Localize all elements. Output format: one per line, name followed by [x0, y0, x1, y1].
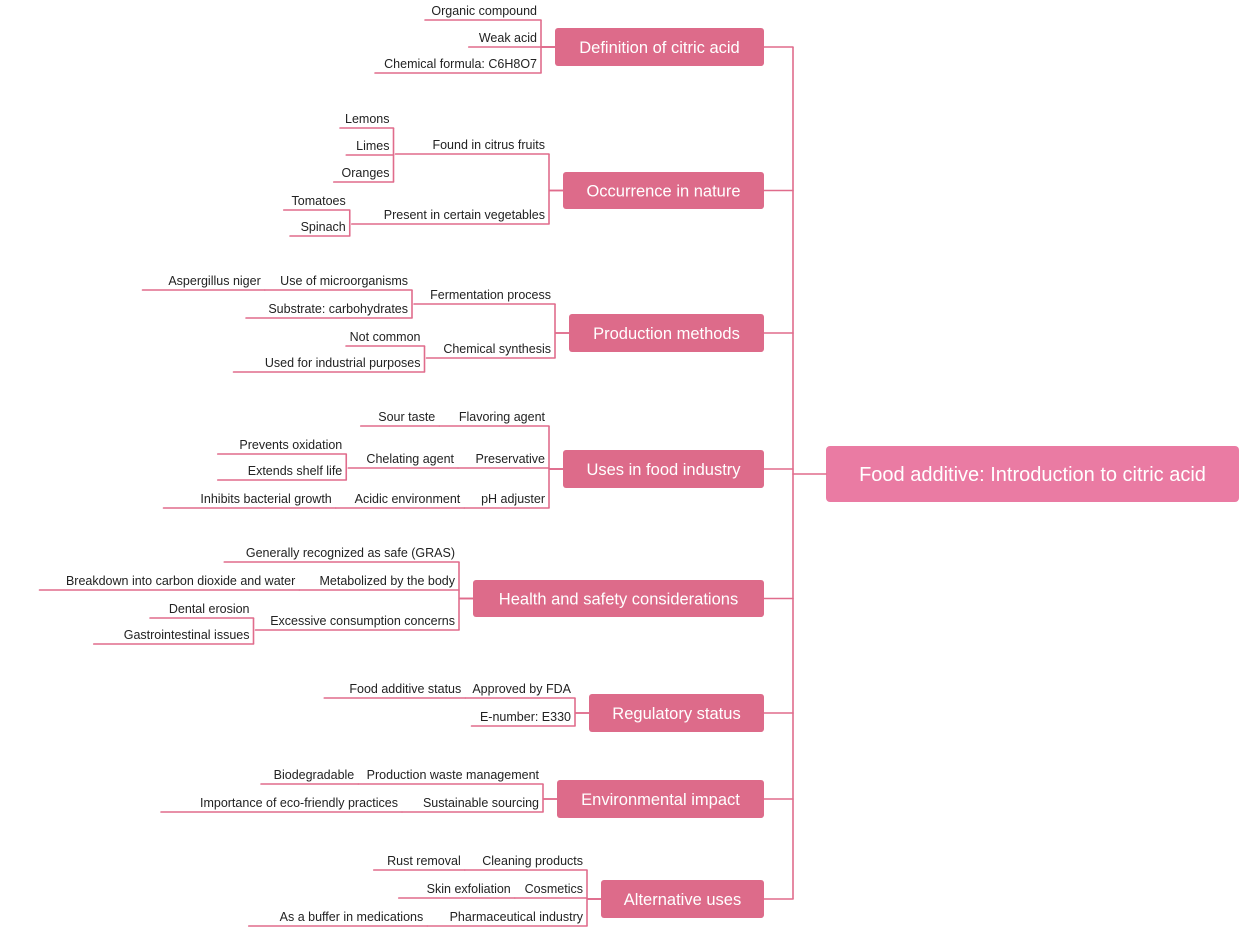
subtopic-label: Preservative — [476, 452, 546, 466]
leaf-label: Gastrointestinal issues — [124, 628, 250, 642]
leaf-label: Importance of eco-friendly practices — [200, 796, 398, 810]
topic-label: Production methods — [593, 325, 740, 343]
topic-label: Uses in food industry — [586, 461, 741, 479]
leaf-label: Lemons — [345, 112, 389, 126]
subtopic-label: Organic compound — [431, 4, 537, 18]
leaf-label: Acidic environment — [355, 492, 461, 506]
leaf-label: Use of microorganisms — [280, 274, 408, 288]
leaf-label: Prevents oxidation — [239, 438, 342, 452]
topic-label: Occurrence in nature — [586, 183, 740, 201]
topic-node[interactable] — [601, 880, 764, 918]
root-label: Food additive: Introduction to citric ac… — [859, 464, 1206, 486]
topic-node[interactable] — [563, 172, 764, 209]
subtopic-label: Approved by FDA — [472, 682, 571, 696]
subtopic-label: Excessive consumption concerns — [270, 614, 455, 628]
leaf-label: Chelating agent — [366, 452, 454, 466]
topic-node[interactable] — [557, 780, 764, 818]
topic-label: Regulatory status — [612, 705, 740, 723]
leaf-label: Dental erosion — [169, 602, 250, 616]
subtopic-label: Chemical formula: C6H8O7 — [384, 57, 537, 71]
topic-node[interactable] — [569, 314, 764, 352]
subtopic-label: Present in certain vegetables — [384, 208, 545, 222]
topic-node[interactable] — [563, 450, 764, 488]
subtopic-label: Flavoring agent — [459, 410, 546, 424]
leaf-label: Inhibits bacterial growth — [200, 492, 331, 506]
topic-label: Health and safety considerations — [499, 591, 738, 609]
subtopic-label: Found in citrus fruits — [432, 138, 545, 152]
subtopic-label: pH adjuster — [481, 492, 545, 506]
topic-label: Definition of citric acid — [579, 39, 739, 57]
leaf-label: Food additive status — [349, 682, 461, 696]
subtopic-label: Production waste management — [367, 768, 540, 782]
root-node[interactable] — [826, 446, 1239, 502]
topic-node[interactable] — [473, 580, 764, 617]
topic-label: Alternative uses — [624, 891, 741, 909]
leaf-label: Limes — [356, 139, 389, 153]
subtopic-label: E-number: E330 — [480, 710, 571, 724]
topic-label: Environmental impact — [581, 791, 740, 809]
subtopic-label: Metabolized by the body — [319, 574, 455, 588]
leaf-label: Tomatoes — [292, 194, 346, 208]
subtopic-label: Cleaning products — [482, 854, 583, 868]
leaf-label: Extends shelf life — [248, 464, 343, 478]
leaf-label: Sour taste — [378, 410, 435, 424]
leaf-label: Used for industrial purposes — [265, 356, 421, 370]
subtopic-label: Sustainable sourcing — [423, 796, 539, 810]
leaf-label: Skin exfoliation — [427, 882, 511, 896]
leaf-label: Rust removal — [387, 854, 461, 868]
leaf-label: Substrate: carbohydrates — [268, 302, 408, 316]
subtopic-label: Fermentation process — [430, 288, 551, 302]
leaf-label: Spinach — [301, 220, 346, 234]
subtopic-label: Cosmetics — [525, 882, 583, 896]
leaf-label: Not common — [350, 330, 421, 344]
leaf-label: As a buffer in medications — [280, 910, 424, 924]
leaf-label: Biodegradable — [274, 768, 355, 782]
subtopic-label: Generally recognized as safe (GRAS) — [246, 546, 455, 560]
subtopic-label: Weak acid — [479, 31, 537, 45]
subtopic-label: Pharmaceutical industry — [450, 910, 584, 924]
leaf-label: Oranges — [342, 166, 390, 180]
topic-node[interactable] — [555, 28, 764, 66]
subtopic-label: Chemical synthesis — [443, 342, 551, 356]
leaf-label: Aspergillus niger — [168, 274, 260, 288]
leaf-label: Breakdown into carbon dioxide and water — [66, 574, 295, 588]
topic-node[interactable] — [589, 694, 764, 732]
